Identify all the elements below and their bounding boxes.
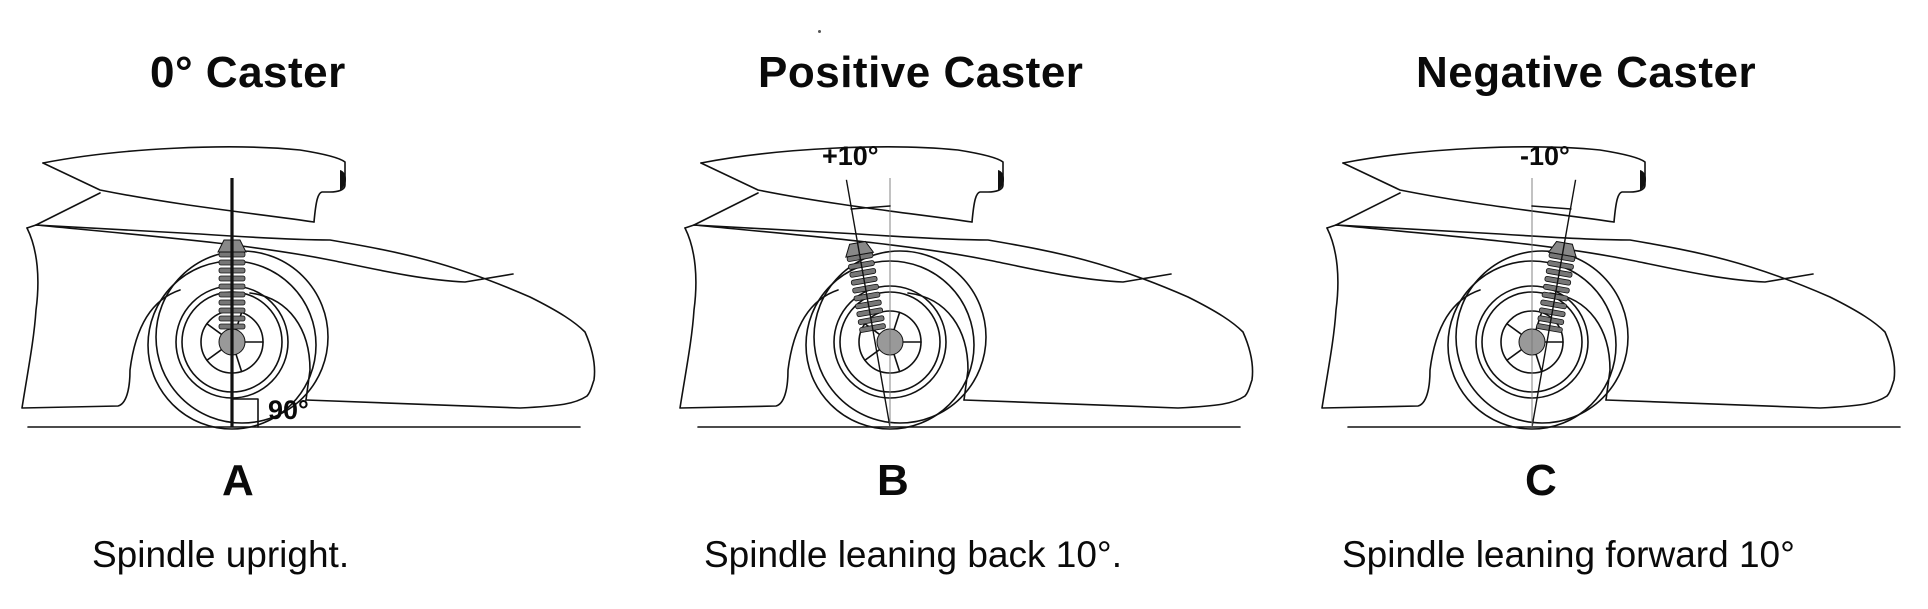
- spindle-assembly: [1531, 179, 1577, 428]
- panel-title: Positive Caster: [758, 48, 1084, 97]
- panel-title: 0° Caster: [150, 48, 346, 97]
- panel-letter: C: [1525, 456, 1557, 505]
- tire-shadow: [813, 250, 987, 424]
- wing-underside: [700, 162, 973, 223]
- wheel-spoke: [206, 348, 224, 362]
- car-body-top: [26, 224, 596, 409]
- car-body-top: [1326, 224, 1896, 409]
- wing-strut: [693, 192, 759, 226]
- tire-shadow: [1455, 250, 1629, 424]
- wing-endplate: [1640, 170, 1646, 190]
- angle-label: 90°: [268, 395, 309, 425]
- wing-strut: [1335, 192, 1401, 226]
- spindle-assembly: [217, 178, 247, 427]
- angle-arc: [850, 205, 891, 210]
- rear-wing: [42, 146, 346, 223]
- spindle-assembly: [845, 179, 891, 428]
- panel-letter: A: [222, 456, 254, 505]
- car-body-top: [684, 224, 1254, 409]
- angle-label: +10°: [822, 141, 879, 171]
- wheel-spoke: [892, 311, 901, 332]
- car-diagram: 90°: [21, 146, 596, 430]
- panel-caption: Spindle leaning forward 10°: [1342, 534, 1795, 575]
- car-diagram: -10°: [1321, 141, 1901, 430]
- body-crease: [693, 224, 1172, 283]
- panel-caption: Spindle leaning back 10°.: [704, 534, 1122, 575]
- body-crease: [1335, 224, 1814, 283]
- angle-label: -10°: [1520, 141, 1570, 171]
- panel-title: Negative Caster: [1416, 48, 1757, 97]
- car-rear: [1321, 227, 1481, 409]
- wheel-spoke: [1506, 322, 1524, 336]
- panel-negative-caster: Negative Caster -10° C Spindle leaning f…: [1290, 0, 1928, 609]
- wing-endplate: [340, 170, 346, 190]
- wing-underside: [1342, 162, 1615, 223]
- shock-top-mount: [1547, 240, 1577, 258]
- car-rear: [21, 227, 181, 409]
- rear-wing: [700, 146, 1004, 223]
- scan-speck: [818, 30, 821, 33]
- panel-caption: Spindle upright.: [92, 534, 350, 575]
- wing-underside: [42, 162, 315, 223]
- panel-positive-caster: Positive Caster +10° B Spindle leaning b…: [640, 0, 1290, 609]
- panel-zero-caster: 0° Caster 90° A Spindle upright.: [0, 0, 640, 609]
- wheel-spoke: [1534, 352, 1543, 373]
- wing-strut: [35, 192, 101, 226]
- wheel-spoke: [234, 352, 243, 373]
- rear-wing: [1342, 146, 1646, 223]
- steering-axis-line: [1531, 179, 1577, 428]
- body-crease: [35, 224, 514, 283]
- panel-letter: B: [877, 456, 909, 505]
- wing-endplate: [998, 170, 1004, 190]
- wheel-spoke: [892, 352, 901, 373]
- wheel-spoke: [1506, 348, 1524, 362]
- angle-arc: [1531, 205, 1572, 210]
- steering-axis-line: [845, 179, 891, 428]
- wheel-spoke: [206, 322, 224, 336]
- wheel-spoke: [864, 348, 882, 362]
- car-diagram: +10°: [679, 141, 1254, 430]
- right-angle-marker: [231, 398, 259, 428]
- car-rear: [679, 227, 839, 409]
- shock-top-mount: [845, 240, 875, 258]
